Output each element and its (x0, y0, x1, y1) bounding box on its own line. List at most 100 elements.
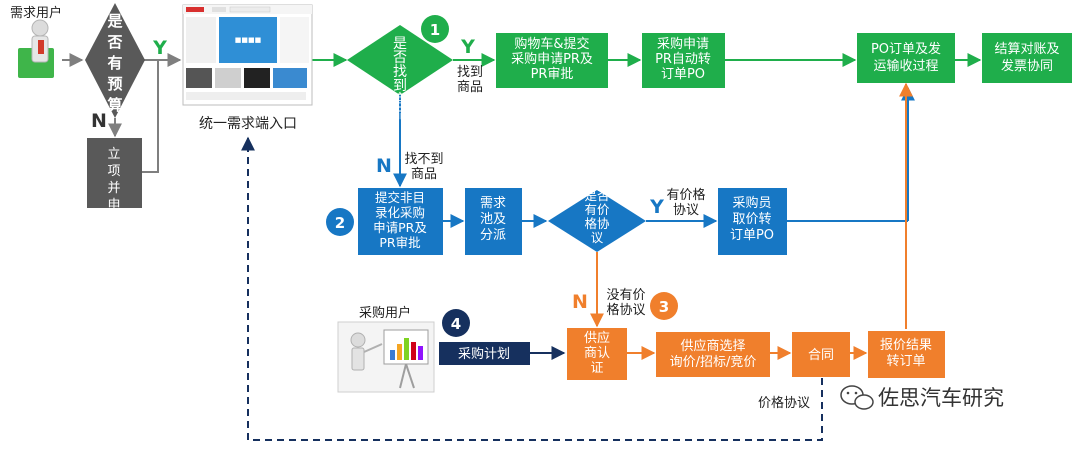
text-line: 供应 (584, 330, 610, 346)
buyer-box-text: 采购员取价转订单PO (730, 195, 774, 243)
text-line: 取价转 (732, 212, 771, 227)
text-line: 采购申请 (657, 36, 709, 52)
text-line: 录化采购 (375, 205, 425, 220)
watermark-text: 佐思汽车研究 (878, 386, 1004, 410)
arrow-dashed-return (241, 136, 823, 441)
text-line: 采购员 (732, 195, 771, 211)
text-line: 运输收过程 (873, 58, 938, 74)
text-line: 预 (107, 232, 120, 247)
pool-box-text: 需求池及分派 (480, 196, 506, 243)
badge-1 (421, 15, 449, 43)
not-found-label: 找不到商品 (404, 152, 443, 182)
demand-user-icon (18, 19, 54, 78)
portal-label: 统一需求端入口 (199, 116, 297, 132)
text-line: 算 (107, 96, 122, 114)
text-line: 议 (591, 230, 604, 245)
text-line: 转订单 (886, 354, 925, 369)
badge-3 (650, 292, 678, 320)
price-no-label: N (572, 291, 588, 313)
text-line: 订单PO (661, 67, 705, 82)
text-line: PR审批 (531, 67, 574, 82)
text-line: 没有价 (606, 288, 645, 303)
text-line: 格协议 (606, 302, 645, 318)
submit-box (358, 188, 443, 255)
project-budget-box (87, 138, 142, 208)
badge-3-text: 3 (659, 298, 669, 316)
cert-box-text: 供应商认证 (584, 330, 610, 376)
budget-yes-label: Y (152, 37, 167, 59)
text-line: 发票协同 (1001, 58, 1053, 74)
text-line: 立 (107, 147, 120, 162)
text-line: PO订单及发 (871, 41, 941, 57)
text-line: 是 (106, 12, 123, 30)
text-line: 找 (393, 64, 407, 80)
text-line: 是 (393, 36, 407, 52)
found-label: 找到商品 (457, 65, 483, 95)
select-box (656, 332, 770, 377)
text-line: 有价格 (666, 187, 705, 203)
purchase-user-label: 采购用户 (359, 305, 411, 321)
text-line: 有 (107, 54, 122, 72)
po-box (857, 33, 955, 83)
find-yes-label: Y (460, 36, 475, 58)
plan-box (439, 342, 530, 365)
text-line: 供应商选择 (680, 338, 745, 354)
text-line: 报价结果 (880, 338, 932, 353)
text-line: 项 (107, 164, 120, 179)
text-line: 需求 (480, 196, 506, 211)
text-line: 请 (107, 215, 120, 230)
text-line: 购物车&提交 (514, 36, 589, 52)
settle-box (982, 33, 1072, 83)
no-price-label: 没有价格协议 (606, 288, 645, 318)
price-agreement-label: 价格协议 (758, 395, 810, 411)
buyer-box (718, 188, 787, 255)
text-line: 询价/招标/竞价 (670, 354, 757, 370)
presenter-icon (337, 321, 435, 393)
po-box-text: PO订单及发运输收过程 (871, 41, 941, 74)
text-line: PR审批 (379, 235, 420, 250)
project-budget-text: 立项并申请预算 (107, 147, 120, 264)
text-line: 池及 (480, 212, 506, 227)
quote-box (868, 331, 945, 378)
price-diamond (548, 190, 646, 252)
demand-user-label: 需求用户 (10, 5, 62, 21)
pr-auto-box (642, 33, 725, 88)
quote-box-text: 报价结果转订单 (880, 338, 932, 369)
text-line: 订单PO (730, 228, 774, 243)
plan-label: 采购计划 (458, 346, 510, 362)
text-line: 格协 (584, 216, 610, 231)
text-line: 品 (393, 106, 407, 122)
contract-box-text: 合同 (808, 348, 834, 363)
select-box-text: 供应商选择询价/招标/竞价 (670, 338, 757, 370)
wechat-icon (840, 385, 874, 410)
text-line: 结算对账及 (994, 42, 1059, 57)
text-line: 协议 (673, 203, 699, 218)
text-line: 申请PR及 (373, 220, 427, 235)
has-price-label: 有价格协议 (666, 187, 705, 218)
find-no-label: N (376, 155, 392, 177)
text-line: 并 (107, 181, 120, 196)
cert-box (567, 328, 627, 380)
budget-diamond-text: 是否有预算 (106, 12, 123, 114)
badge-2-text: 2 (335, 214, 345, 232)
cart-box (496, 33, 608, 88)
text-line: 否 (393, 50, 407, 66)
text-line: 算 (107, 249, 120, 264)
text-line: 商认 (584, 346, 610, 361)
text-line: 商 (393, 92, 407, 108)
svg-text:■■■■: ■■■■ (235, 36, 261, 44)
text-line: 提交非目 (375, 190, 425, 205)
text-line: 分派 (480, 228, 506, 243)
text-line: 预 (107, 75, 122, 93)
text-line: 找不到 (404, 152, 443, 167)
budget-no-label: N (91, 110, 107, 132)
price-yes-label: Y (649, 196, 664, 218)
text-line: 有价 (584, 202, 610, 217)
text-line: 找到 (457, 65, 483, 80)
find-diamond-text: 是否找到商品 (393, 36, 407, 122)
